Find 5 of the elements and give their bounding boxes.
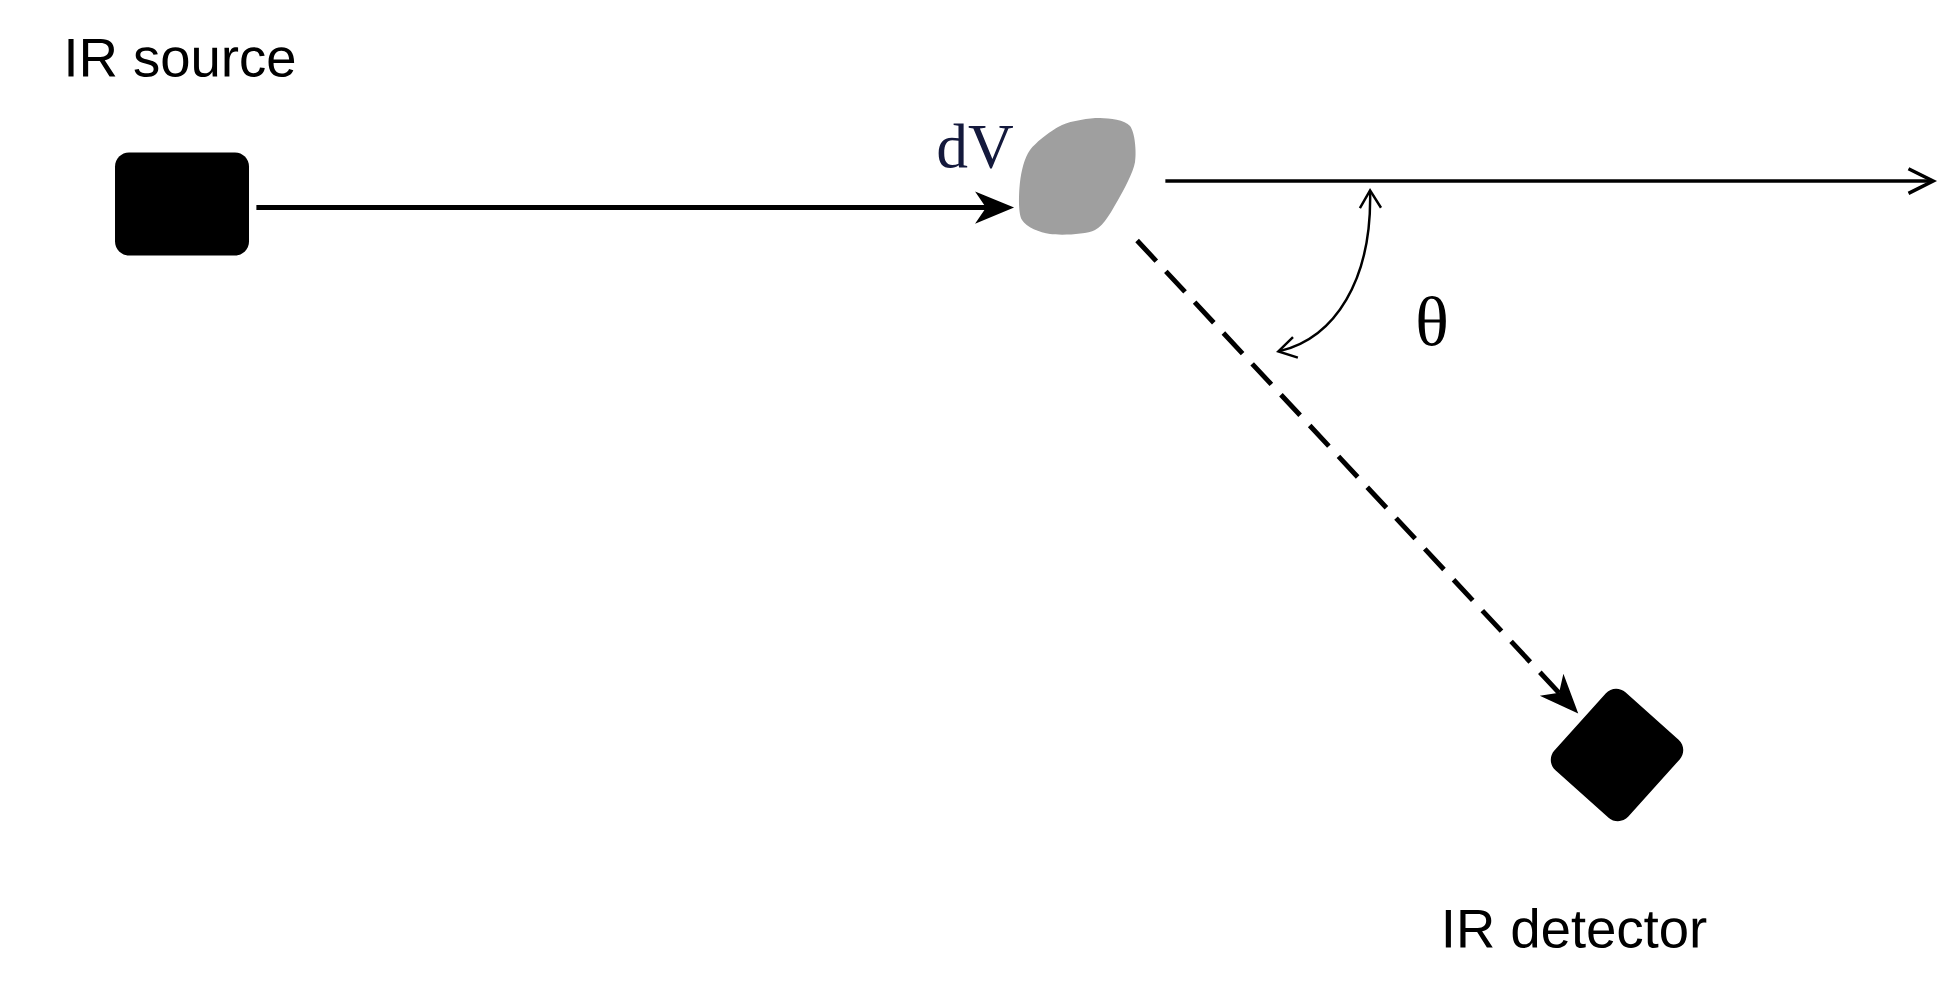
node-label: IR source <box>68 39 295 77</box>
volume-label: dV <box>938 123 1013 169</box>
node-label: IR detector <box>1445 908 1707 948</box>
angle-label: θ <box>1418 296 1446 346</box>
arrow <box>1165 167 1938 195</box>
